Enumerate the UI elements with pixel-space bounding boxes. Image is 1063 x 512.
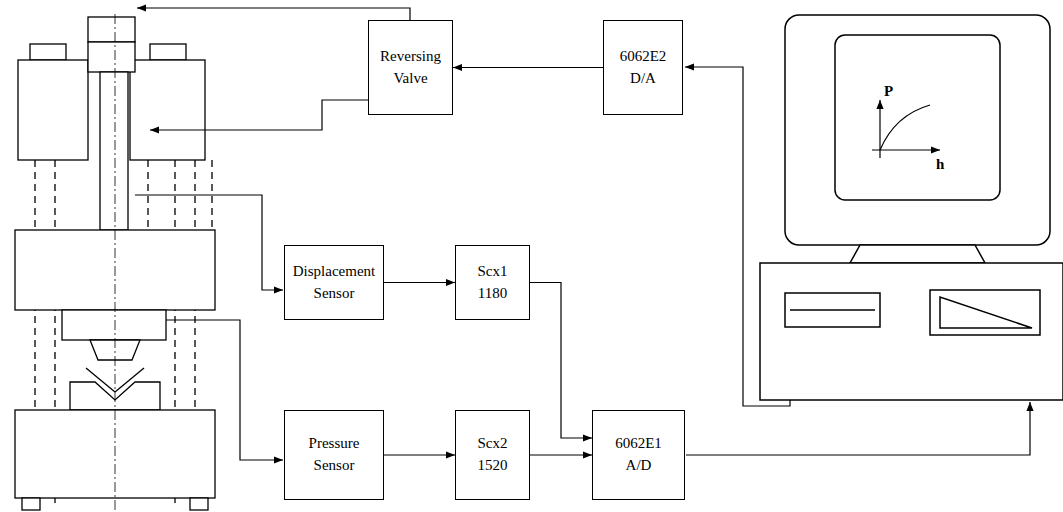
graph-curve	[880, 105, 930, 150]
computer	[760, 15, 1063, 400]
monitor-stand	[850, 245, 985, 263]
disk-slot	[790, 309, 875, 311]
process-box: Scx21520	[455, 410, 530, 500]
foot	[22, 498, 40, 510]
monitor-frame	[785, 15, 1050, 245]
piston-rod	[100, 72, 128, 230]
cylinder	[88, 42, 135, 72]
signal-wire	[166, 320, 283, 460]
process-box: Pressure Sensor	[284, 410, 384, 500]
top-ears	[30, 44, 66, 60]
box-label: 6062E1	[615, 433, 662, 455]
hydraulic-press	[15, 14, 215, 510]
box-label: Scx2	[478, 433, 508, 455]
signal-arrow	[384, 454, 455, 455]
axis-label: P	[884, 84, 893, 99]
process-box: Scx11180	[455, 245, 530, 320]
box-label: Reversing Valve	[374, 46, 447, 90]
box-label: Displacement Sensor	[290, 261, 378, 305]
foot	[190, 498, 208, 510]
top-ears	[150, 44, 186, 60]
crosshead	[130, 60, 205, 160]
box-label: 6062E2	[620, 46, 667, 68]
cylinder	[88, 17, 135, 42]
signal-wire	[150, 100, 368, 130]
signal-arrow	[384, 282, 455, 283]
signal-wire	[137, 8, 410, 20]
computer-case	[760, 263, 1063, 400]
process-box: Displacement Sensor	[284, 245, 384, 320]
signal-wire	[686, 402, 1030, 455]
process-box: Reversing Valve	[368, 20, 453, 115]
graph-axis	[872, 149, 940, 150]
signal-arrow	[453, 67, 603, 68]
box-label: Pressure Sensor	[290, 433, 378, 477]
box-label: Scx1	[478, 261, 508, 283]
signal-arrow	[530, 454, 592, 455]
signal-wire	[135, 195, 283, 290]
axis-label: h	[936, 157, 944, 172]
panel-triangle	[940, 297, 1032, 328]
process-box: 6062E2D/A	[603, 20, 683, 115]
workpiece	[115, 368, 144, 392]
punch-holder	[62, 310, 166, 340]
box-label: 1520	[478, 455, 508, 477]
panel	[930, 290, 1040, 335]
signal-arrow	[530, 283, 592, 439]
box-label: A/D	[626, 455, 652, 477]
box-label: 1180	[478, 283, 507, 305]
box-label: D/A	[630, 68, 656, 90]
disk-drive	[785, 293, 880, 327]
process-box: 6062E1A/D	[592, 410, 685, 500]
workpiece	[86, 368, 115, 392]
crosshead	[18, 60, 88, 160]
center-line	[115, 14, 116, 510]
monitor-screen	[835, 35, 1000, 200]
